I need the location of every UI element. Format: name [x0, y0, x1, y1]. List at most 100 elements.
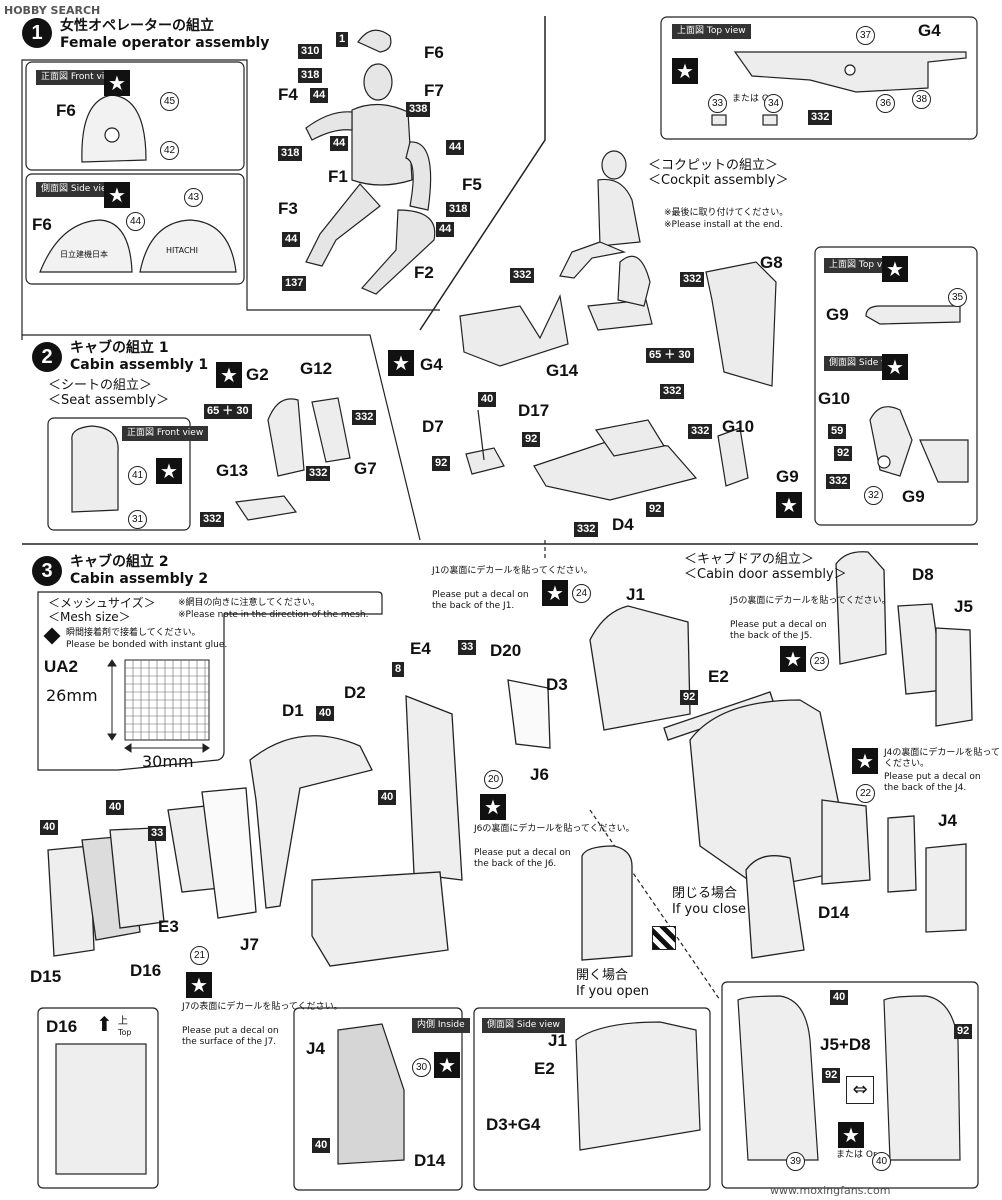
- label-j1: J1: [626, 585, 645, 604]
- decal-38: 38: [912, 90, 931, 109]
- watermark-top: HOBBY SEARCH: [4, 4, 101, 17]
- decal-22: 22: [856, 784, 875, 803]
- open-ja: 開く場合: [576, 968, 629, 983]
- decal-36: 36: [876, 94, 895, 113]
- label-d17: D17: [518, 401, 550, 420]
- arrow-up-icon: ⬆: [96, 1012, 113, 1036]
- paint-44-d: 44: [436, 222, 455, 237]
- j6-note-ja: J6の裏面にデカールを貼ってください。: [474, 824, 635, 834]
- seat-front-view-tag: 正面図 Front view: [122, 426, 209, 441]
- label-g9-side: G9: [902, 487, 925, 506]
- j7-note-en: Please put a decal on the surface of the…: [182, 1026, 279, 1048]
- paint-318-b: 318: [278, 146, 303, 161]
- label-d16: D16: [130, 961, 162, 980]
- cockpit-note-en: ※Please install at the end.: [664, 220, 783, 230]
- label-ua2: UA2: [44, 657, 79, 676]
- toggle-arrow-icon: [652, 926, 676, 950]
- decal-33: 33: [708, 94, 727, 113]
- paint-92-d17: 92: [522, 432, 541, 447]
- paint-332-g10: 332: [688, 424, 713, 439]
- label-d3g4: D3+G4: [486, 1115, 541, 1134]
- label-f6: F6: [424, 43, 444, 62]
- star-icon: ★: [104, 70, 130, 96]
- label-e2-inset: E2: [534, 1059, 555, 1078]
- top-view-tag: 上面図 Top view: [672, 24, 751, 39]
- decal-31: 31: [128, 510, 147, 529]
- step-1-title-en: Female operator assembly: [60, 35, 270, 51]
- paint-92-g9: 92: [834, 446, 853, 461]
- label-g14: G14: [546, 361, 579, 380]
- paint-65-30-seat: 65 ＋ 30: [204, 404, 252, 419]
- label-d14-inset: D14: [414, 1151, 446, 1170]
- label-d1: D1: [282, 701, 304, 720]
- cockpit-title-en: ＜Cockpit assembly＞: [648, 173, 789, 188]
- paint-332-g4: 332: [510, 268, 535, 283]
- swap-arrow-icon: ⇔: [846, 1076, 874, 1104]
- mesh-note-ja: ※網目の向きに注意してください。: [178, 598, 321, 608]
- label-f3: F3: [278, 199, 298, 218]
- star-icon: ★: [672, 58, 698, 84]
- paint-59: 59: [828, 424, 847, 439]
- label-d16-inset: D16: [46, 1017, 78, 1036]
- label-g12: G12: [300, 359, 333, 378]
- star-icon: ★: [434, 1052, 460, 1078]
- label-g10: G10: [722, 417, 755, 436]
- paint-1: 1: [336, 32, 349, 47]
- decal-37: 37: [856, 26, 875, 45]
- label-e4: E4: [410, 639, 431, 658]
- step-2-title-en: Cabin assembly 1: [70, 357, 209, 373]
- step-3-number: 3: [32, 556, 62, 586]
- paint-318: 318: [298, 68, 323, 83]
- j1-note-ja: J1の裏面にデカールを貼ってください。: [432, 566, 593, 576]
- star-icon: ★: [882, 354, 908, 380]
- mesh-note-en: ※Please note in the direction of the mes…: [178, 610, 369, 620]
- top-en: Top: [118, 1028, 132, 1037]
- label-j7: J7: [240, 935, 259, 954]
- paint-40-d1: 40: [316, 706, 335, 721]
- label-j6: J6: [530, 765, 549, 784]
- label-e2: E2: [708, 667, 729, 686]
- j5-note-en: Please put a decal on the back of the J5…: [730, 620, 827, 642]
- helmet-text-left: 日立建機日本: [60, 250, 108, 259]
- decal-30: 30: [412, 1058, 431, 1077]
- label-g9: G9: [776, 467, 799, 486]
- label-g9-top: G9: [826, 305, 849, 324]
- label-f4: F4: [278, 85, 298, 104]
- paint-40-door: 40: [830, 990, 849, 1005]
- helmet-text-right: HITACHI: [166, 246, 198, 255]
- side-view-tag: 側面図 Side view: [36, 182, 119, 197]
- star-icon: ★: [388, 350, 414, 376]
- star-icon: ★: [156, 458, 182, 484]
- paint-92-door-b: 92: [822, 1068, 841, 1083]
- label-d14: D14: [818, 903, 850, 922]
- paint-33-e4: 33: [458, 640, 477, 655]
- label-j5: J5: [954, 597, 973, 616]
- paint-44-c: 44: [446, 140, 465, 155]
- front-view-tag: 正面図 Front view: [36, 70, 123, 85]
- star-icon: ★: [882, 256, 908, 282]
- label-g8: G8: [760, 253, 783, 272]
- mesh-width: 30mm: [142, 752, 194, 771]
- paint-332: 332: [808, 110, 833, 125]
- decal-43: 43: [184, 188, 203, 207]
- star-icon: ★: [542, 580, 568, 606]
- mesh-title-ja: ＜メッシュサイズ＞: [48, 596, 156, 610]
- decal-20: 20: [484, 770, 503, 789]
- paint-40: 40: [478, 392, 497, 407]
- label-j1-inset: J1: [548, 1031, 567, 1050]
- paint-44-a: 44: [310, 88, 329, 103]
- paint-332-d4: 332: [574, 522, 599, 537]
- label-f2: F2: [414, 263, 434, 282]
- paint-40-d15: 40: [40, 820, 59, 835]
- paint-310: 310: [298, 44, 323, 59]
- paint-40-d2: 40: [378, 790, 397, 805]
- j4-note-ja: J4の裏面にデカールを貼ってください。: [884, 748, 1000, 770]
- star-icon: ★: [216, 362, 242, 388]
- label-g10-side: G10: [818, 389, 851, 408]
- decal-24: 24: [572, 584, 591, 603]
- paint-332-g12: 332: [352, 410, 377, 425]
- inside-tag: 内側 Inside: [412, 1018, 470, 1033]
- open-en: If you open: [576, 984, 650, 999]
- label-d7: D7: [422, 417, 444, 436]
- decal-21: 21: [190, 946, 209, 965]
